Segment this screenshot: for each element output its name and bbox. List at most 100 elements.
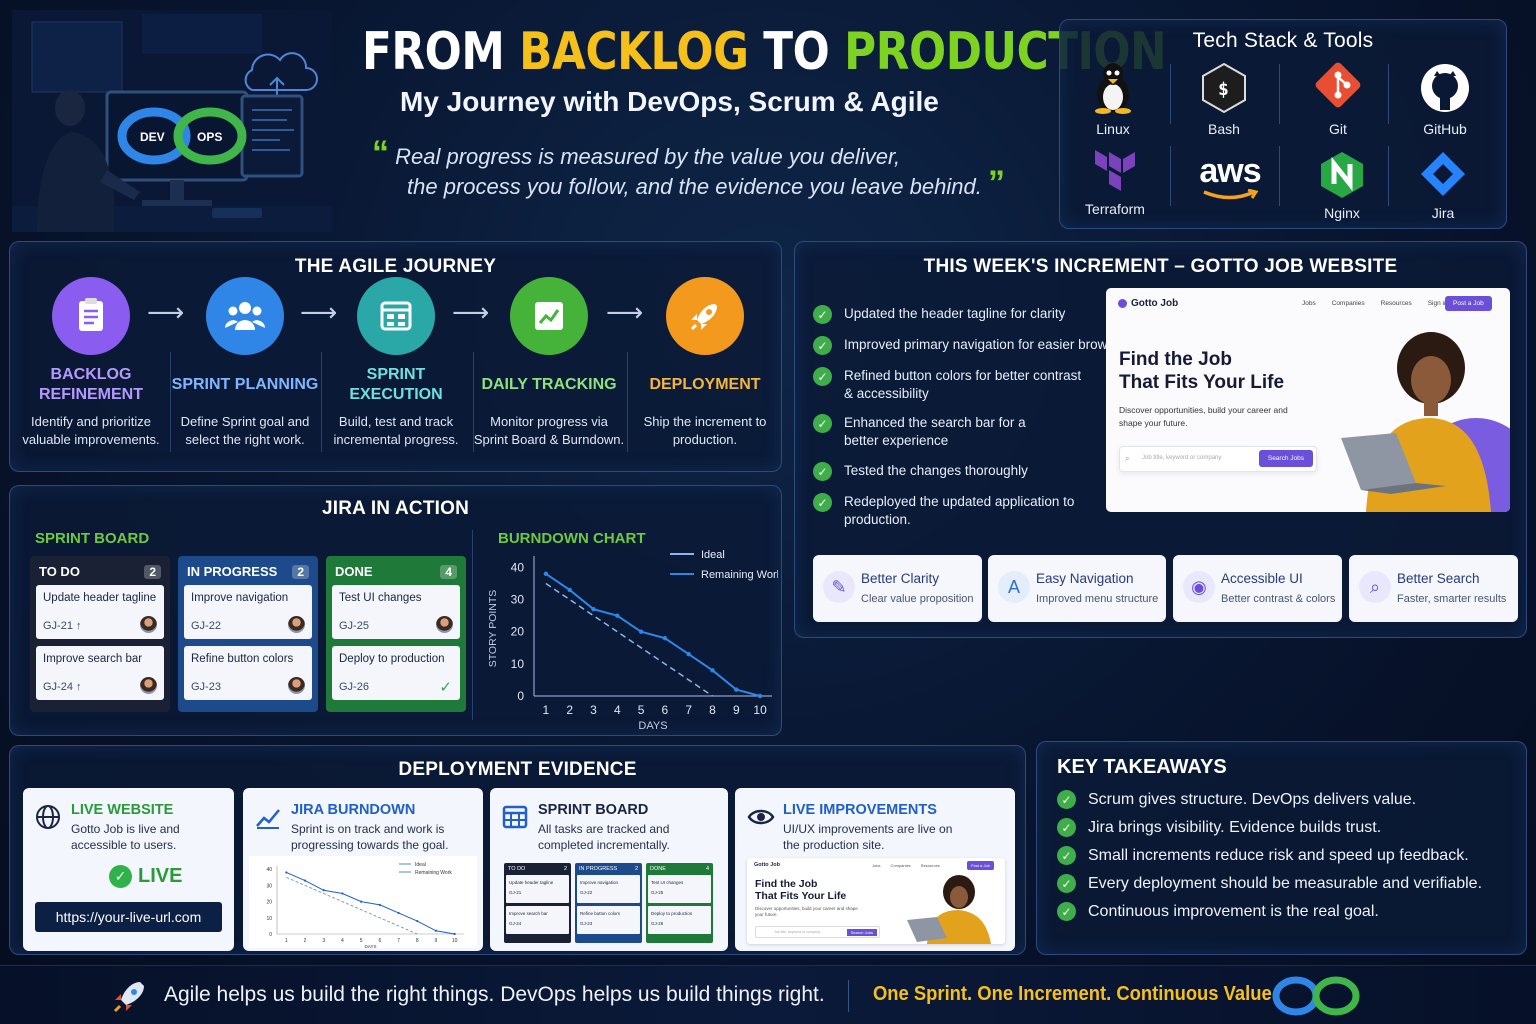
- card-heading: SPRINT BOARD: [538, 802, 649, 818]
- aws-smile-arrow-icon: [1203, 188, 1259, 200]
- logo-mark-icon: [1118, 299, 1127, 308]
- mini-card-id: GJ-26: [651, 921, 664, 926]
- site-logo: Gotto Job: [1118, 298, 1178, 309]
- card-description: All tasks are tracked and completed incr…: [538, 822, 670, 852]
- card-title: Update header tagline: [43, 592, 157, 604]
- x-axis-label: DAYS: [638, 720, 667, 732]
- footer-banner: Agile helps us build the right things. D…: [0, 965, 1536, 1024]
- x-tick-label: 6: [662, 703, 669, 717]
- site-search-bar[interactable]: ⌕ Job title, keyword or company Search J…: [1119, 446, 1317, 472]
- key-takeaways-panel: KEY TAKEAWAYS ✓Scrum gives structure. De…: [1036, 741, 1527, 955]
- jira-title: JIRA IN ACTION: [321, 498, 470, 519]
- tech-label-jira: Jira: [1431, 205, 1455, 221]
- site-nav-companies[interactable]: Companies: [1331, 300, 1365, 307]
- mini-x-tick: 3: [322, 938, 325, 944]
- footer-tagline: Agile helps us build the right things. D…: [164, 983, 825, 1006]
- search-jobs-button[interactable]: Search Jobs: [1258, 450, 1313, 467]
- agile-journey-title: THE AGILE JOURNEY: [294, 256, 497, 277]
- svg-text:OPS: OPS: [197, 130, 222, 144]
- mini-x-label: DAYS: [365, 944, 377, 948]
- mini-data-point: [341, 892, 344, 895]
- check-circle-icon: ✓: [1057, 874, 1076, 893]
- hero-title: FROM BACKLOG TO PRODUCTION: [362, 22, 1167, 82]
- tech-terraform: Terraform: [1065, 150, 1165, 217]
- card-description: Sprint is on track and work is progressi…: [291, 822, 449, 852]
- check-circle-icon: ✓: [1057, 846, 1076, 865]
- linux-tux-icon: [1095, 63, 1131, 114]
- takeaway-item: ✓Scrum gives structure. DevOps delivers …: [1057, 790, 1416, 809]
- step-desc-deployment: Ship the increment to production.: [643, 414, 767, 447]
- card-description: UI/UX improvements are live on the produ…: [783, 822, 953, 852]
- accessibility-icon: ◉: [1183, 571, 1215, 603]
- mini-series-line: [286, 876, 418, 935]
- check-circle-icon: ✓: [813, 462, 832, 481]
- avatar: [140, 677, 157, 694]
- tech-aws: aws: [1180, 154, 1280, 204]
- card-heading: JIRA BURNDOWN: [291, 802, 416, 818]
- agile-journey-panel: THE AGILE JOURNEY BACKLOG REFINEMENT Ide…: [9, 241, 782, 472]
- mini-card-id: GJ-24: [509, 921, 522, 926]
- site-nav-signin[interactable]: Sign in: [1427, 300, 1448, 307]
- y-tick-label: 40: [511, 560, 525, 574]
- mini-legend-label: Remaining Work: [415, 870, 452, 876]
- team-people-icon: [206, 277, 284, 355]
- column-name: TO DO: [39, 564, 80, 579]
- site-nav-resources[interactable]: Resources: [1380, 300, 1412, 307]
- mini-card-id: GJ-21: [509, 890, 522, 895]
- avatar: [288, 616, 305, 633]
- jira-in-action-panel: JIRA IN ACTION SPRINT BOARD BURNDOWN CHA…: [9, 485, 782, 736]
- mini-card-title: Deploy to production: [651, 911, 693, 916]
- mini-x-tick: 4: [341, 938, 344, 944]
- step-sprint-planning: SPRINT PLANNING Define Sprint goal and s…: [169, 277, 321, 449]
- mini-x-tick: 2: [304, 938, 307, 944]
- mini-column-name: IN PROGRESS: [579, 866, 618, 872]
- aws-logo-icon: aws: [1199, 152, 1261, 190]
- data-point: [710, 668, 715, 673]
- table-grid-icon: [502, 804, 528, 837]
- step-desc-planning: Define Sprint goal and select the right …: [180, 414, 310, 447]
- y-axis-label: STORY POINTS: [487, 590, 499, 668]
- column-name: IN PROGRESS: [187, 564, 278, 579]
- data-point: [615, 613, 620, 618]
- eye-icon: [747, 804, 775, 837]
- tech-stack-panel: Tech Stack & Tools Linux $ Bash Git: [1059, 19, 1507, 229]
- post-job-button[interactable]: Post a Job: [1445, 296, 1492, 311]
- live-url-link[interactable]: https://your-live-url.com: [35, 902, 222, 932]
- mini-data-point: [378, 903, 381, 906]
- mini-y-tick: 40: [266, 867, 272, 873]
- mini-x-tick: 6: [378, 938, 381, 944]
- card-title: Test UI changes: [339, 592, 422, 604]
- x-tick-label: 3: [590, 703, 597, 717]
- step-name-tracking: DAILY TRACKING: [481, 376, 617, 393]
- mini-x-tick: 1: [285, 938, 288, 944]
- site-nav-jobs[interactable]: Jobs: [1302, 300, 1316, 307]
- mini-card-title: Improve navigation: [580, 880, 619, 885]
- card-title: Deploy to production: [339, 653, 445, 665]
- card-heading: LIVE IMPROVEMENTS: [783, 802, 937, 818]
- tech-label-terraform: Terraform: [1085, 201, 1145, 217]
- check-circle-icon: ✓: [1057, 902, 1076, 921]
- step-name-execution: SPRINT EXECUTION: [349, 366, 443, 403]
- pencil-icon: ✎: [823, 571, 855, 603]
- rocket-icon: [112, 978, 148, 1019]
- step-name-deployment: DEPLOYMENT: [649, 376, 761, 393]
- step-backlog-refinement: BACKLOG REFINEMENT Identify and prioriti…: [15, 277, 167, 449]
- card-title: Improve search bar: [43, 653, 143, 665]
- mini-woman-illustration: [907, 875, 991, 944]
- devops-infinity-icon: [1272, 976, 1360, 1016]
- increment-title: THIS WEEK'S INCREMENT – GOTTO JOB WEBSIT…: [923, 256, 1398, 277]
